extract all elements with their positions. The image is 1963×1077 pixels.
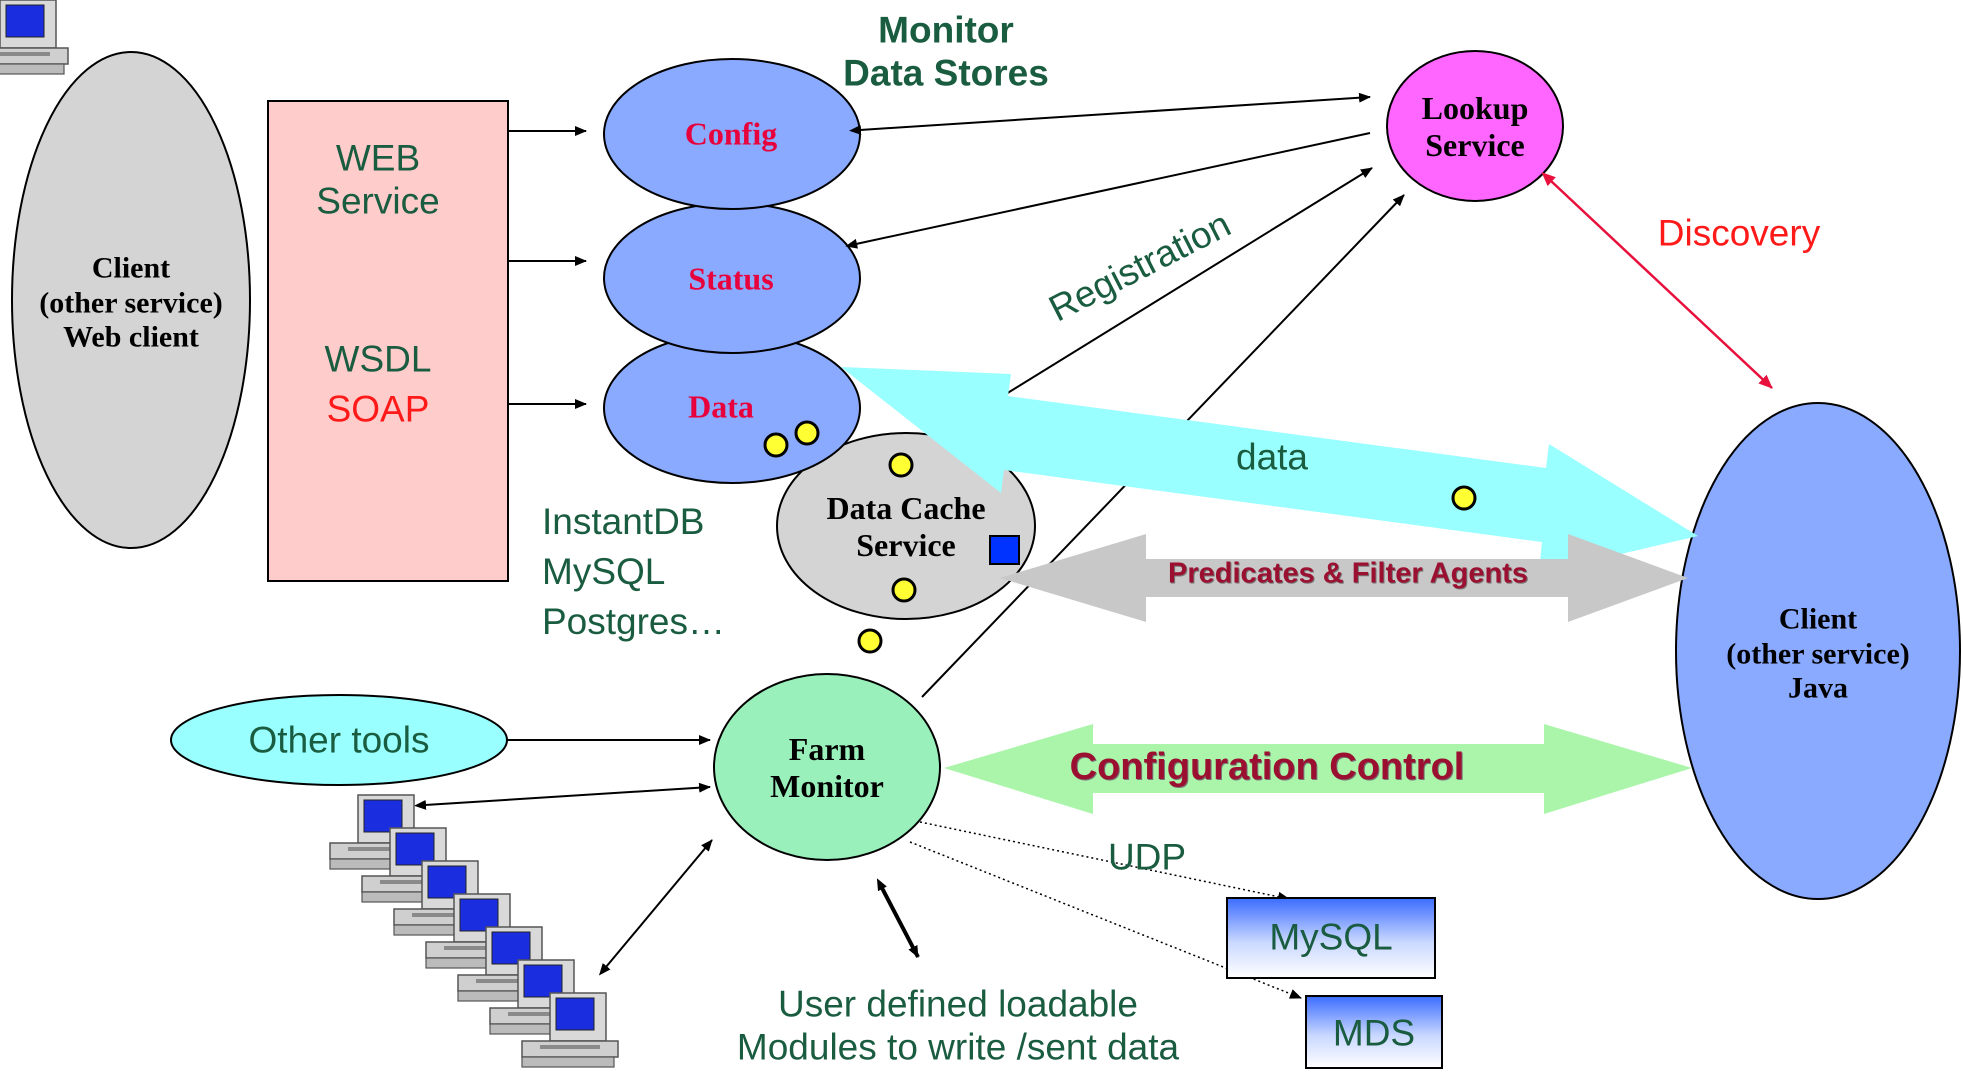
predicates-label: Predicates & Filter Agents — [1168, 557, 1528, 590]
data-label: Data — [688, 388, 754, 425]
mds-box — [1305, 995, 1443, 1069]
farm-monitor-label: Farm Monitor — [770, 731, 884, 804]
data-cache-label: Data Cache Service — [826, 490, 986, 563]
status-label: Status — [688, 260, 774, 297]
data-flow-label: data — [1235, 436, 1309, 478]
farm-monitor-ellipse — [713, 673, 941, 861]
web-service-box — [267, 100, 509, 582]
computer-stack-icon — [0, 0, 619, 1068]
mysql-box-label: MySQL — [1269, 916, 1393, 958]
client-right-ellipse — [1675, 402, 1961, 900]
user-modules-label: User defined loadable Modules to write /… — [736, 983, 1180, 1067]
diagram-title: Monitor Data Stores — [843, 9, 1049, 93]
discovery-label: Discovery — [1657, 212, 1821, 254]
client-right-label: Client (other service) Java — [1726, 602, 1910, 705]
client-left-ellipse — [11, 51, 251, 549]
configuration-control-arrow — [944, 724, 1692, 814]
data-cache-ellipse — [776, 432, 1036, 620]
client-left-label: Client (other service) Web client — [39, 251, 223, 354]
udp-label: UDP — [1107, 836, 1187, 878]
configuration-control-label: Configuration Control — [1069, 746, 1465, 789]
wsdl-label: WSDL — [324, 338, 432, 380]
database-list: InstantDB MySQL Postgres… — [542, 501, 726, 642]
other-tools-label: Other tools — [248, 719, 430, 761]
data-flow-arrow — [841, 367, 1698, 573]
lookup-service-ellipse — [1386, 50, 1564, 202]
web-service-label: WEB Service — [316, 137, 440, 221]
config-label: Config — [684, 115, 778, 152]
data-dots — [763, 420, 1477, 654]
predicates-arrow — [1000, 534, 1688, 622]
mds-box-label: MDS — [1332, 1012, 1416, 1054]
cache-square-icon — [989, 535, 1020, 565]
mysql-box — [1226, 897, 1436, 979]
lookup-service-label: Lookup Service — [1421, 90, 1529, 163]
soap-label: SOAP — [326, 388, 430, 430]
